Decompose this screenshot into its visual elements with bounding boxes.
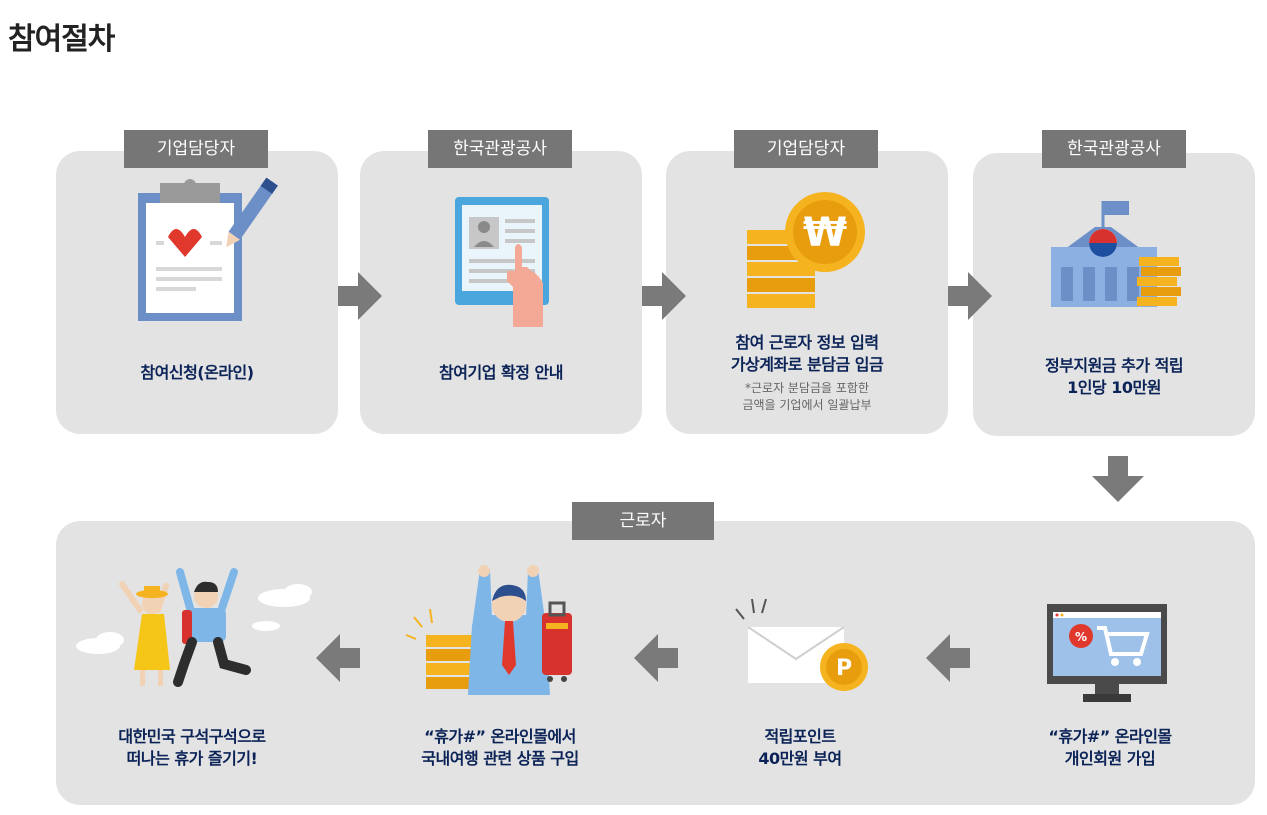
step-3-role-tag: 기업담당자 (734, 130, 878, 168)
step-2-role-tag: 한국관광공사 (428, 130, 572, 168)
worker-step-1-label: “휴가#” 온라인몰 개인회원 가입 (1048, 727, 1172, 768)
svg-text:₩: ₩ (803, 210, 847, 256)
svg-text:P: P (836, 656, 852, 681)
tablet-touch-icon (455, 197, 549, 327)
worker-step-3-label: “휴가#” 온라인몰에서 국내여행 관련 상품 구입 (421, 727, 579, 768)
step-4-label: 정부지원금 추가 적립 1인당 10만원 (1044, 356, 1184, 397)
online-shop-monitor-icon: % (1047, 604, 1167, 702)
arrow-right-icon (948, 272, 992, 320)
arrow-down-icon (1092, 456, 1144, 502)
worker-role-tag: 근로자 (572, 502, 714, 540)
arrow-left-icon (316, 634, 360, 682)
arrow-left-icon (634, 634, 678, 682)
step-2-label: 참여기업 확정 안내 (439, 363, 563, 382)
step-4-role-tag: 한국관광공사 (1042, 130, 1186, 168)
envelope-point-icon: P (735, 598, 868, 691)
travel-couple-icon (76, 568, 312, 687)
won-coin-stack-icon: ₩ (747, 192, 865, 308)
step-1-role-tag: 기업담당자 (124, 130, 268, 168)
happy-traveler-icon (405, 565, 572, 695)
clipboard-check-icon (138, 177, 278, 321)
step-1-label: 참여신청(온라인) (140, 363, 254, 382)
government-building-coins-icon (1051, 201, 1181, 307)
page-title: 참여절차 (8, 22, 115, 57)
worker-step-2-label: 적립포인트 40만원 부여 (758, 727, 842, 768)
arrow-right-icon (642, 272, 686, 320)
worker-step-4-label: 대한민국 구석구석으로 떠나는 휴가 즐기기! (118, 727, 266, 768)
svg-text:%: % (1075, 630, 1087, 644)
step-3-label: 참여 근로자 정보 입력 가상계좌로 분담금 입금 (730, 333, 884, 374)
arrow-left-icon (926, 634, 970, 682)
step-3-note: *근로자 분담금을 포함한 금액을 기업에서 일괄납부 (742, 381, 872, 412)
arrow-right-icon (338, 272, 382, 320)
